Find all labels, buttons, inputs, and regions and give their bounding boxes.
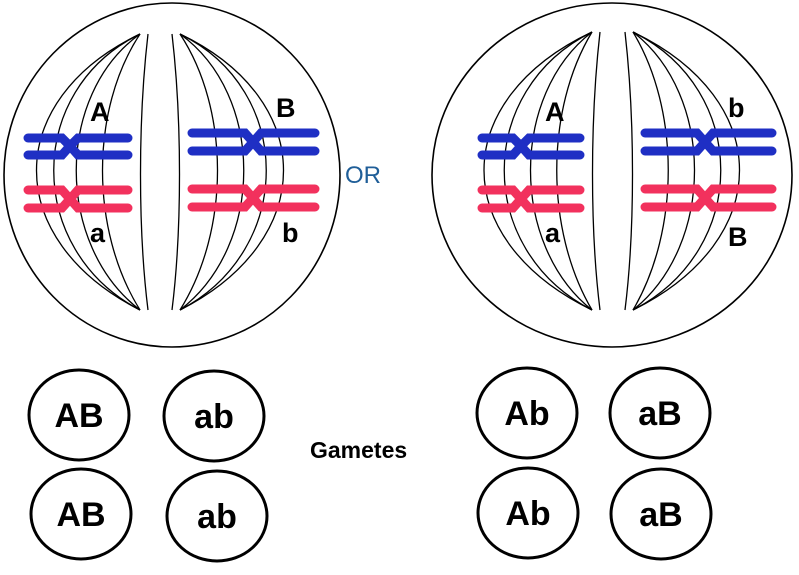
gamete: ab (165, 469, 269, 563)
left-allele-top-right: B (276, 93, 296, 123)
gamete: aB (609, 467, 713, 561)
right-allele-top-left: A (545, 97, 565, 127)
gamete-label: ab (197, 498, 237, 536)
gamete: Ab (475, 366, 579, 460)
right-allele-top-right: b (728, 93, 745, 123)
left-cell: A B a b (3, 2, 341, 348)
gamete-label: Ab (504, 395, 549, 433)
gamete: Ab (476, 466, 580, 560)
left-gametes: AB ab AB ab (27, 368, 269, 563)
left-chromosome-blue-right (187, 128, 320, 156)
gamete-label: aB (639, 496, 682, 534)
gamete-label: AB (56, 496, 105, 534)
gamete-label: aB (638, 395, 681, 433)
right-allele-bottom-right: B (728, 222, 748, 252)
right-cell-membrane (431, 2, 793, 348)
left-allele-bottom-right: b (282, 218, 299, 248)
gamete-label: ab (194, 398, 234, 436)
right-chromosome-blue-left (477, 133, 585, 160)
right-cell-spindle (483, 31, 741, 311)
gamete: ab (162, 369, 266, 463)
gamete-label: Ab (505, 495, 550, 533)
left-chromosome-red-left (23, 185, 133, 213)
gamete: aB (608, 366, 712, 460)
gamete-label: AB (54, 397, 103, 435)
right-cell: A b a B (431, 2, 793, 348)
right-cell-chromosomes (477, 128, 777, 213)
or-label: OR (345, 162, 381, 189)
left-allele-bottom-left: a (90, 218, 106, 248)
right-allele-bottom-left: a (545, 218, 561, 248)
left-cell-membrane (3, 2, 341, 348)
right-gametes: Ab aB Ab aB (475, 366, 713, 561)
right-chromosome-blue-right (640, 128, 777, 156)
right-chromosome-red-right (640, 184, 777, 212)
left-cell-spindle (35, 33, 285, 311)
left-chromosome-red-right (187, 184, 320, 212)
left-cell-chromosomes (23, 128, 320, 213)
left-chromosome-blue-left (23, 133, 133, 160)
right-chromosome-red-left (477, 185, 585, 213)
gamete: AB (27, 368, 131, 462)
left-allele-top-left: A (90, 97, 110, 127)
gamete: AB (29, 467, 133, 561)
gametes-label: Gametes (310, 437, 407, 463)
